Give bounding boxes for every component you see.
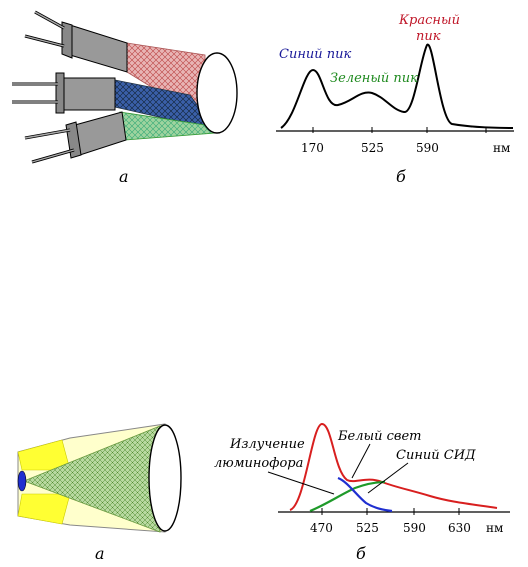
blue-led-chip [17, 470, 27, 492]
label-blue-peak: Синий пик [279, 47, 352, 62]
pointer-phosphor [267, 471, 335, 495]
label-red-peak-2: пик [416, 29, 441, 44]
label-blue-led: Синий СИД [396, 448, 476, 463]
bottom-tick-marks [321, 508, 460, 515]
bottom-unit: нм [486, 521, 503, 535]
rgb-led-assembly [12, 10, 238, 164]
top-spectrum: 170 525 590 нм Синий пик Зеленый пик Кра… [276, 13, 514, 155]
white-led-lens [148, 424, 182, 532]
bottom-tick-470: 470 [310, 521, 333, 535]
label-green-peak: Зеленый пик [330, 71, 418, 86]
pointer-blue-led [367, 462, 409, 494]
bottom-tick-525: 525 [356, 521, 379, 535]
led-red [24, 10, 128, 73]
lens-ellipse [196, 52, 238, 134]
top-tick-marks [312, 127, 487, 133]
blue-led-curve [337, 476, 393, 513]
white-led-assembly [17, 423, 182, 533]
bottom-spectrum-caption: б [356, 544, 366, 563]
led-green [24, 111, 127, 164]
phosphor-curve [309, 480, 386, 513]
pointer-white [351, 443, 371, 479]
label-phosphor-1: Излучение [229, 437, 305, 452]
label-phosphor-2: люминофора [214, 456, 303, 471]
top-spectrum-caption: б [396, 167, 406, 186]
bottom-tick-630: 630 [448, 521, 471, 535]
label-red-peak-1: Красный [398, 13, 460, 28]
label-white-light: Белый свет [337, 429, 421, 444]
top-tick-170: 170 [301, 141, 324, 155]
led-blue [12, 72, 116, 114]
bottom-spectrum: 470 525 590 630 нм Излучение люминофора … [214, 422, 510, 535]
top-diagram-caption: а [119, 167, 129, 186]
top-tick-590: 590 [416, 141, 439, 155]
phosphor-bottom-band [17, 493, 71, 525]
white-light-curve [289, 422, 498, 511]
bottom-diagram-caption: а [95, 544, 105, 563]
top-unit: нм [493, 141, 510, 155]
rgb-spectrum-curve [280, 43, 514, 129]
bottom-tick-590: 590 [403, 521, 426, 535]
top-tick-525: 525 [361, 141, 384, 155]
